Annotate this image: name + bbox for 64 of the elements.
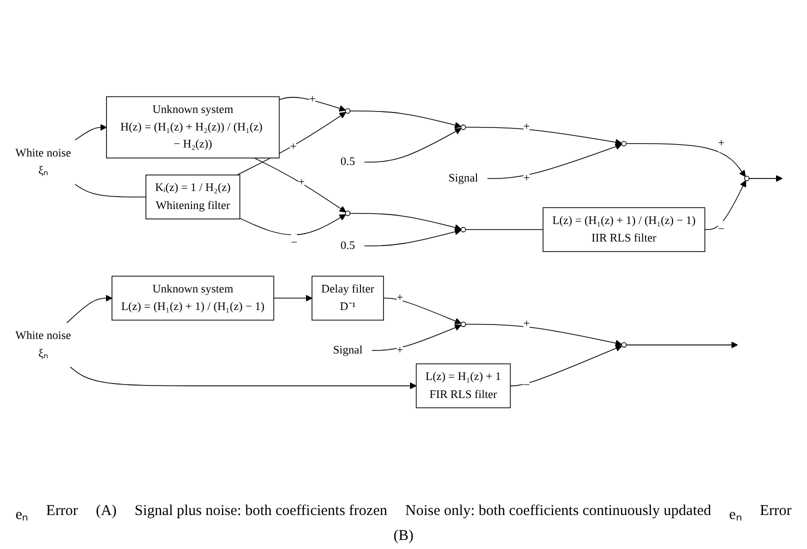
node-circle [345,108,350,114]
node-circle [345,210,350,216]
arrow [371,324,462,351]
edge-label: − [290,236,298,250]
connector [74,184,146,198]
node-circle [460,322,466,328]
note-text: (A) [96,503,117,521]
edge-label: + [718,137,724,150]
node-text: Signal [448,172,478,185]
note-text: (B) [394,528,414,545]
edge-label: + [396,344,404,356]
arrow [748,175,783,182]
edge-label: + [523,120,530,134]
arrow [254,158,346,212]
arrow [364,228,462,246]
note-text: Error [760,503,792,521]
arrow [704,180,746,230]
arrow [350,110,462,128]
note-text: eₙ [16,506,28,524]
connector [465,229,544,230]
node-circle [460,226,466,232]
edge-label: + [396,292,404,304]
note-text: Noise only: both coefficients continuously updated [405,503,712,521]
note-text: Error [46,503,78,521]
arrow [278,96,346,112]
node-circle [460,124,466,130]
edge-label: + [298,176,305,189]
arrow [486,143,622,179]
arrow [626,342,738,348]
arrow [70,366,417,390]
arrow [465,324,622,346]
node-box: Unknown system L(z) = (H₁(z) + 1) / (H₁(z) − 1) [112,276,274,321]
arrow [626,143,746,177]
edge-label: − [523,379,530,392]
node-text: Signal [332,344,363,356]
node-box: Kᵢ(z) = 1 / H₂(z) Whitening filter [146,174,240,220]
edge-label: − [718,223,724,236]
node-box: L(z) = H₁(z) + 1 FIR RLS filter [416,363,511,408]
note-text: Signal plus noise: both coefficients frozen [134,503,388,521]
node-circle [744,176,750,182]
note-text: eₙ [729,506,742,524]
arrow [350,212,462,231]
node-box: Delay filter D⁻¹ [312,276,384,321]
arrow [239,214,346,236]
arrow [66,294,112,324]
edge-label: + [309,94,316,106]
node-circle [621,342,627,348]
node-box: L(z) = (H₁(z) + 1) / (H₁(z) − 1) IIR RLS filter [542,207,706,252]
edge-label: + [290,140,297,153]
node-text: White noise ξₙ [15,330,72,360]
edge-label: + [523,172,530,185]
node-box: Unknown system H(z) = (H₁(z) + H₂(z)) / (H₁(z) − H₂(z)) [106,96,280,158]
arrow [465,126,622,146]
arrow [383,298,462,324]
arrow [510,345,622,386]
arrow [236,112,346,176]
node-text: White noise ξₙ [15,147,72,177]
node-text: 0.5 [340,240,355,252]
node-circle [621,140,627,146]
edge-label: + [523,318,530,330]
arrow [273,294,312,302]
node-text: 0.5 [340,156,355,168]
arrow [74,124,107,141]
arrow [364,128,462,163]
